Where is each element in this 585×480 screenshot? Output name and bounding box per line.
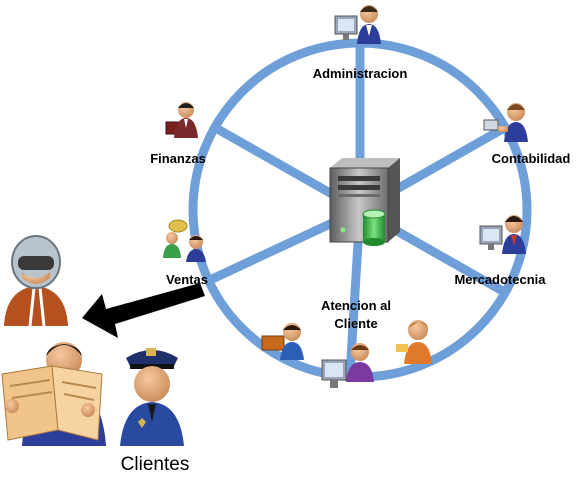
label-ventas: Ventas bbox=[166, 272, 208, 287]
label-finanzas: Finanzas bbox=[150, 151, 206, 166]
support-agents-icon bbox=[321, 343, 374, 388]
label-mercadotecnia: Mercadotecnia bbox=[454, 272, 546, 287]
server-database-icon bbox=[329, 158, 400, 246]
label-atencion-line2: Cliente bbox=[334, 316, 377, 331]
label-contabilidad: Contabilidad bbox=[492, 151, 571, 166]
person-at-monitor-icon bbox=[479, 215, 526, 254]
person-at-computer-icon bbox=[483, 103, 528, 142]
newspaper-reader-icon bbox=[1, 342, 106, 446]
label-atencion-line1: Atencion al bbox=[321, 298, 391, 313]
support-agents-icon bbox=[261, 323, 304, 360]
support-agents-icon bbox=[396, 320, 432, 364]
pilot-icon bbox=[4, 235, 68, 327]
person-at-computer-icon bbox=[334, 5, 381, 44]
police-officer-icon bbox=[120, 348, 184, 446]
salespeople-icon bbox=[163, 219, 206, 262]
label-clientes: Clientes bbox=[121, 454, 190, 475]
person-with-briefcase-icon bbox=[165, 102, 198, 138]
arrow-to-clients-icon bbox=[82, 283, 205, 338]
label-administracion: Administracion bbox=[313, 66, 408, 81]
